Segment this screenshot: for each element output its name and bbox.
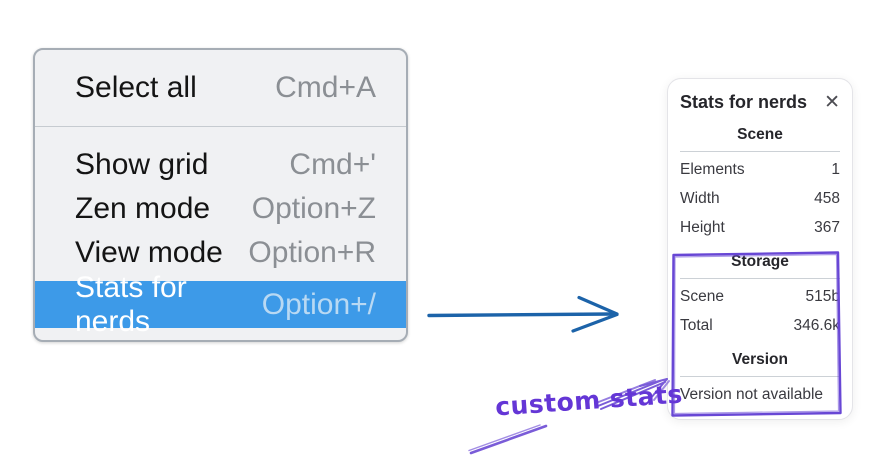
divider <box>680 376 840 377</box>
menu-item-label: Select all <box>75 71 197 104</box>
stat-value: 458 <box>814 190 840 207</box>
stat-value: 1 <box>831 161 840 178</box>
menu-item-shortcut: Cmd+' <box>289 148 376 181</box>
menu-item-show-grid[interactable]: Show grid Cmd+' <box>35 143 406 187</box>
menu-item-shortcut: Option+/ <box>261 287 376 321</box>
menu-item-stats-for-nerds[interactable]: Stats for nerds Option+/ <box>35 271 406 338</box>
menu-item-shortcut: Option+R <box>248 236 376 269</box>
divider <box>680 151 840 152</box>
context-menu: Select all Cmd+A Show grid Cmd+' Zen mod… <box>33 48 408 342</box>
menu-item-zen-mode[interactable]: Zen mode Option+Z <box>35 187 406 231</box>
section-header-version: Version <box>732 351 788 368</box>
menu-item-view-mode[interactable]: View mode Option+R <box>35 231 406 275</box>
menu-item-shortcut: Option+Z <box>251 192 376 225</box>
section-header-scene: Scene <box>737 126 783 143</box>
stat-label: Scene <box>680 288 724 305</box>
blue-arrow <box>427 295 619 333</box>
version-note: Version not available <box>680 386 824 403</box>
stat-label: Height <box>680 219 725 236</box>
stats-panel: Stats for nerds ✕ Scene Elements 1 Width… <box>667 78 853 420</box>
menu-section: Show grid Cmd+' Zen mode Option+Z View m… <box>35 127 406 340</box>
close-icon[interactable]: ✕ <box>824 91 840 113</box>
menu-item-shortcut: Cmd+A <box>275 71 376 104</box>
menu-item-label: Stats for nerds <box>75 270 187 338</box>
stats-panel-titlebar: Stats for nerds ✕ <box>680 89 840 115</box>
stat-row-elements: Elements 1 <box>680 155 840 184</box>
stat-row-width: Width 458 <box>680 184 840 213</box>
stat-value: 515b <box>805 288 840 305</box>
purple-stroke <box>468 424 548 455</box>
divider <box>680 278 840 279</box>
stat-row-scene-size: Scene 515b <box>680 282 840 311</box>
stat-label: Total <box>680 317 713 334</box>
section-header-storage: Storage <box>731 253 789 270</box>
stat-row-height: Height 367 <box>680 213 840 242</box>
stat-value: 367 <box>814 219 840 236</box>
custom-stats-annotation: custom stats <box>494 379 684 422</box>
menu-item-label: Show grid <box>75 148 209 181</box>
stat-label: Elements <box>680 161 745 178</box>
menu-item-select-all[interactable]: Select all Cmd+A <box>35 50 406 126</box>
stat-row-total-size: Total 346.6k <box>680 311 840 340</box>
stat-label: Width <box>680 190 720 207</box>
menu-item-label: View mode <box>75 236 223 269</box>
stats-panel-title: Stats for nerds <box>680 91 808 112</box>
menu-separator <box>35 126 406 127</box>
stat-value: 346.6k <box>793 317 840 334</box>
menu-item-label: Zen mode <box>75 192 211 225</box>
